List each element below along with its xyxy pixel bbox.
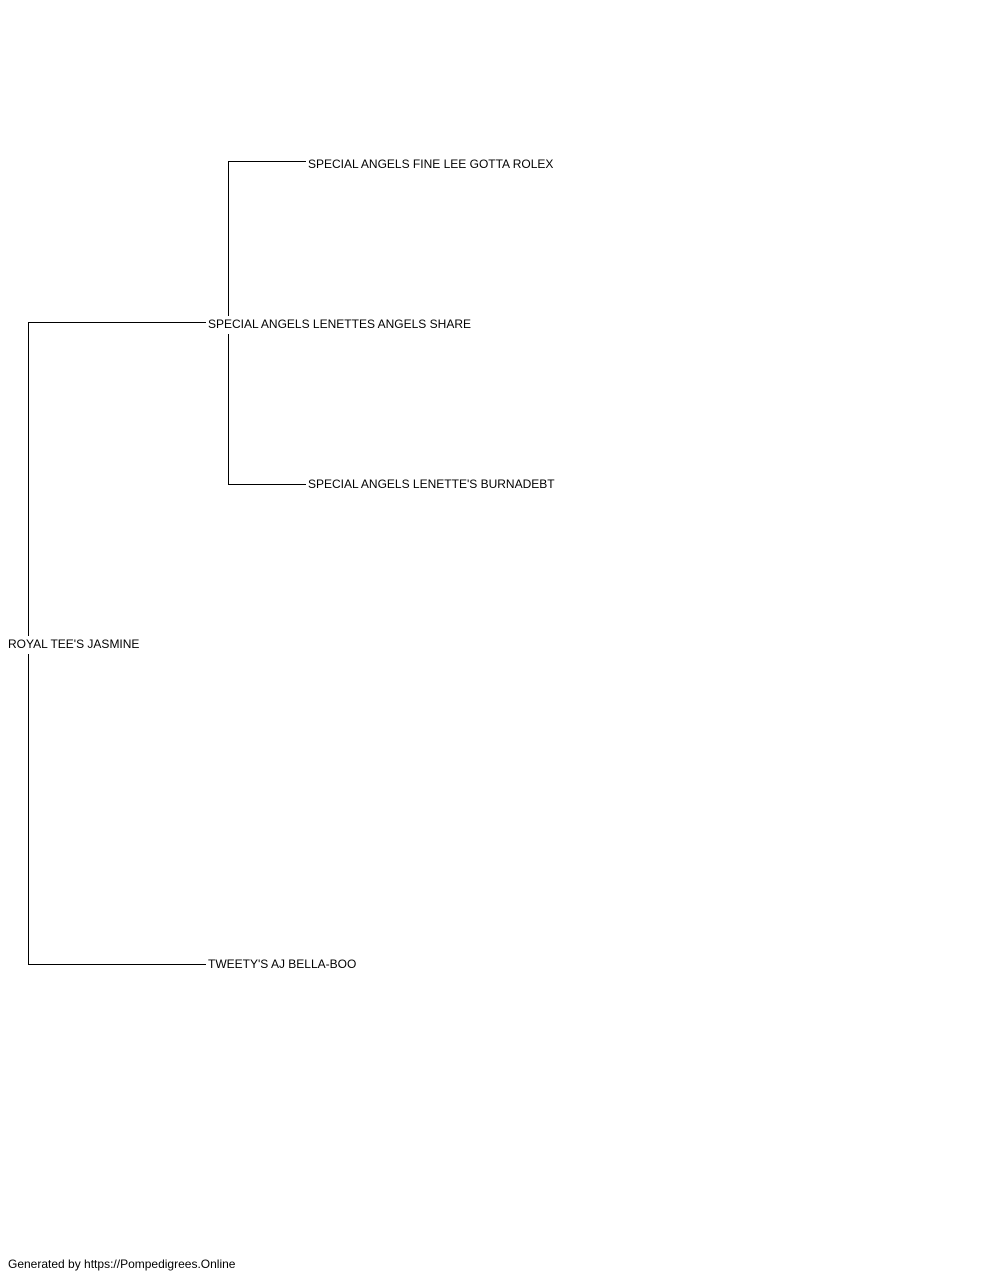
pedigree-node-sire: SPECIAL ANGELS LENETTES ANGELS SHARE (208, 317, 471, 331)
pedigree-node-sire-dam: SPECIAL ANGELS LENETTE'S BURNADEBT (308, 477, 555, 491)
pedigree-node-subject: ROYAL TEE'S JASMINE (8, 637, 140, 651)
generated-by-footer: Generated by https://Pompedigrees.Online (8, 1257, 236, 1271)
pedigree-node-sire-sire: SPECIAL ANGELS FINE LEE GOTTA ROLEX (308, 157, 554, 171)
pedigree-node-dam: TWEETY'S AJ BELLA-BOO (208, 957, 357, 971)
